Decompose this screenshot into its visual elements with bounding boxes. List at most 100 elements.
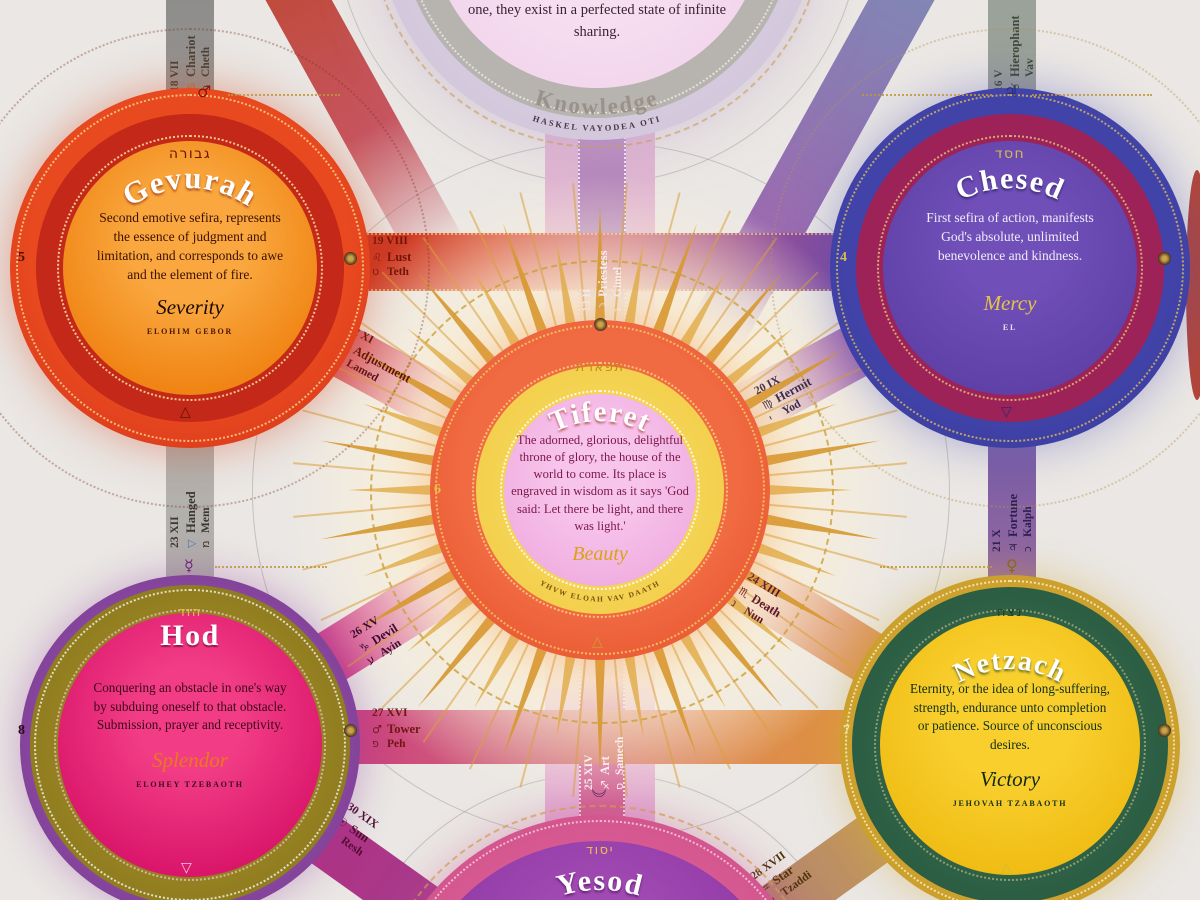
hebrew-letter-gimel: ג (610, 307, 624, 312)
sefira-number-tiferet: 6 (434, 482, 441, 497)
sefira-yesod: יסוד Yesod (370, 805, 830, 900)
sefira-netzach: נצח Netzach Eternity, or the idea of lon… (840, 575, 1180, 900)
tiferet-dashed-ring (370, 260, 834, 724)
card-row: ☽ Priestess (595, 217, 611, 312)
letter-row: ס Samech (613, 695, 628, 790)
dotted-leader-line (1032, 94, 1152, 96)
tiferet-inner-disc (504, 394, 696, 586)
netzach-dotted-ring (845, 580, 1175, 900)
card-name: Tower (387, 721, 421, 736)
netzach-god-name: JEHOVAH TZABAOTH (952, 798, 1068, 808)
hod-content: Conquering an obstacle in one's way by s… (64, 619, 316, 871)
hebrew-letter-mem: מ (198, 540, 212, 548)
gevurah-description: Second emotive sefira, represents the es… (96, 210, 284, 283)
netzach-hebrew: נצח (997, 605, 1023, 620)
tiferet-hebrew: תפארת (575, 360, 625, 375)
path-number-text: 23 XII (169, 516, 181, 548)
netzach-epithet: Victory (979, 766, 1041, 791)
card-name: Priestess (595, 250, 610, 297)
chesed-description: First sefira of action, manifests God's … (926, 210, 1094, 264)
hod-name: Hod (160, 619, 220, 652)
gevurah-inner-disc (63, 141, 317, 395)
hod-inner-disc (58, 613, 322, 877)
ring-badge (1158, 252, 1171, 265)
netzach-dotted-ring-2 (874, 609, 1146, 881)
letter-name: Kalph (1021, 506, 1034, 537)
chesed-god-name: EL (1002, 323, 1018, 333)
tiferet-epithet: Beauty (572, 542, 628, 565)
letter-name: Samech (613, 736, 626, 775)
sefira-tiferet: תפארת Tiferet YHVW ELOAH VAV DAATH The a… (430, 320, 770, 660)
chesed-inner-disc (883, 141, 1137, 395)
gevurah-dotted-ring (16, 94, 364, 442)
letter-row: גGimel (611, 217, 626, 312)
path-number-text: 27 XVI (372, 707, 408, 719)
chesed-epithet: Mercy (983, 291, 1037, 316)
ring-badge (594, 318, 607, 331)
card-row: ♐Art (597, 695, 613, 790)
venus-icon: ♀ (1006, 556, 1018, 575)
path-number: 13 II (580, 217, 595, 312)
dotted-leader-line (215, 566, 327, 568)
netzach-description: Eternity, or the idea of long-suffering,… (910, 681, 1110, 753)
sefira-chesed: Chesed חסד First sefira of action, manif… (770, 28, 1200, 508)
sefira-gevurah: Gevurah גבורה Second emotive sefira, rep… (0, 28, 430, 508)
jupiter-icon: ♃ (1006, 542, 1020, 552)
chesed-content: חסד First sefira of action, manifests Go… (884, 142, 1136, 394)
chesed-dotted-ring-inner (877, 135, 1143, 401)
tiferet-dotted-ring-3 (500, 390, 700, 590)
path-number-text: 13 II (581, 288, 593, 312)
sefira-number-hod: 8 (18, 723, 25, 738)
tiferet-description: The adorned, glorious, delightful throne… (511, 433, 689, 533)
water-triangle-icon: ▽ (184, 539, 198, 548)
path-number: 27 XVI (372, 706, 421, 721)
sefira-number-chesed: 4 (840, 250, 847, 265)
path-label-tower: 27 XVI ♂ Tower פ Peh (372, 706, 421, 752)
ring-badge (344, 724, 357, 737)
chesed-hebrew: חסד (994, 146, 1026, 162)
dotted-leader-line (228, 94, 340, 96)
path-number: 25 XIV (582, 695, 597, 790)
dotted-leader-line (862, 94, 992, 96)
card-row: ♂ Tower (372, 721, 421, 737)
sefira-number-gevurah: 5 (18, 250, 25, 265)
moon-icon: ☽ (596, 302, 610, 312)
gevurah-dotted-ring-inner (57, 135, 323, 401)
hebrew-letter-peh: פ (372, 736, 379, 750)
letter-name: Peh (387, 737, 406, 750)
gevurah-content: גבורה Second emotive sefira, represents … (64, 142, 316, 394)
card-name: Art (597, 756, 612, 775)
tiferet-dotted-ring-2 (472, 362, 728, 618)
mercury-icon: ☿ (184, 556, 194, 575)
moon-icon: ☽ (587, 782, 609, 799)
ring-badge (344, 252, 357, 265)
path-label-art: 25 XIV ♐Art ס Samech (582, 695, 628, 790)
sefira-hod: הוד Hod Conquering an obstacle in one's … (20, 575, 360, 900)
netzach-inner-disc (880, 615, 1140, 875)
gevurah-god-name: ELOHIM GEBOR (146, 326, 234, 336)
path-label-priestess: 13 II ☽ Priestess גGimel (580, 217, 626, 312)
gevurah-hebrew: גבורה (168, 146, 212, 162)
water-triangle-icon: ▽ (181, 860, 192, 876)
dotted-leader-line (880, 566, 992, 568)
chesed-dotted-ring (836, 94, 1184, 442)
hod-dotted-ring-2 (54, 609, 326, 881)
jupiter-icon: ♃ (1004, 82, 1019, 101)
water-triangle-icon: ▽ (1001, 404, 1012, 420)
path-number-text: 21 X (991, 529, 1003, 552)
mars-icon: ♂ (372, 722, 382, 736)
yesod-hebrew: יסוד (586, 843, 614, 858)
hod-epithet: Splendor (152, 748, 228, 773)
sefira-daat: one, they exist in a perfected state of … (369, 0, 825, 148)
mars-icon: ♂ (197, 82, 212, 101)
hod-god-name: ELOHEY TZEBAOTH (136, 780, 244, 790)
hebrew-letter-samech: ס (612, 782, 626, 790)
letter-row: פ Peh (372, 737, 421, 752)
netzach-content: Eternity, or the idea of long-suffering,… (884, 619, 1136, 871)
fire-triangle-icon: △ (1001, 860, 1012, 876)
fire-triangle-icon: △ (592, 634, 603, 650)
hod-hebrew: הוד (178, 605, 202, 620)
sefira-number-netzach: 7 (843, 723, 850, 738)
fire-triangle-icon: △ (180, 404, 191, 420)
